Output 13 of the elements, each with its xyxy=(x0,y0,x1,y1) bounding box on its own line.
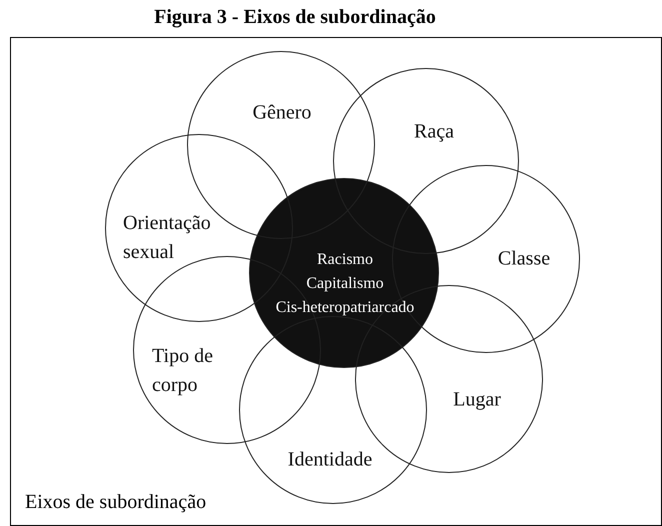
circle-label: Lugar xyxy=(453,388,501,412)
circle-label: Cis-heteropatriarcado xyxy=(276,299,414,317)
circle-label: Capitalismo xyxy=(306,275,384,293)
circle-label: Classe xyxy=(498,246,550,272)
figure-title: Figura 3 - Eixos de subordinação xyxy=(153,5,437,29)
circle-label: Tipo de corpo xyxy=(152,344,214,398)
circle-label: Raça xyxy=(414,120,454,144)
circle-label: Orientação sexual xyxy=(123,211,212,265)
circle xyxy=(239,316,427,504)
circle-label: Racismo xyxy=(317,251,373,269)
diagram-caption: Eixos de subordinação xyxy=(25,490,206,514)
circle-label: Identidade xyxy=(288,448,372,472)
circle-label: Gênero xyxy=(252,100,312,126)
